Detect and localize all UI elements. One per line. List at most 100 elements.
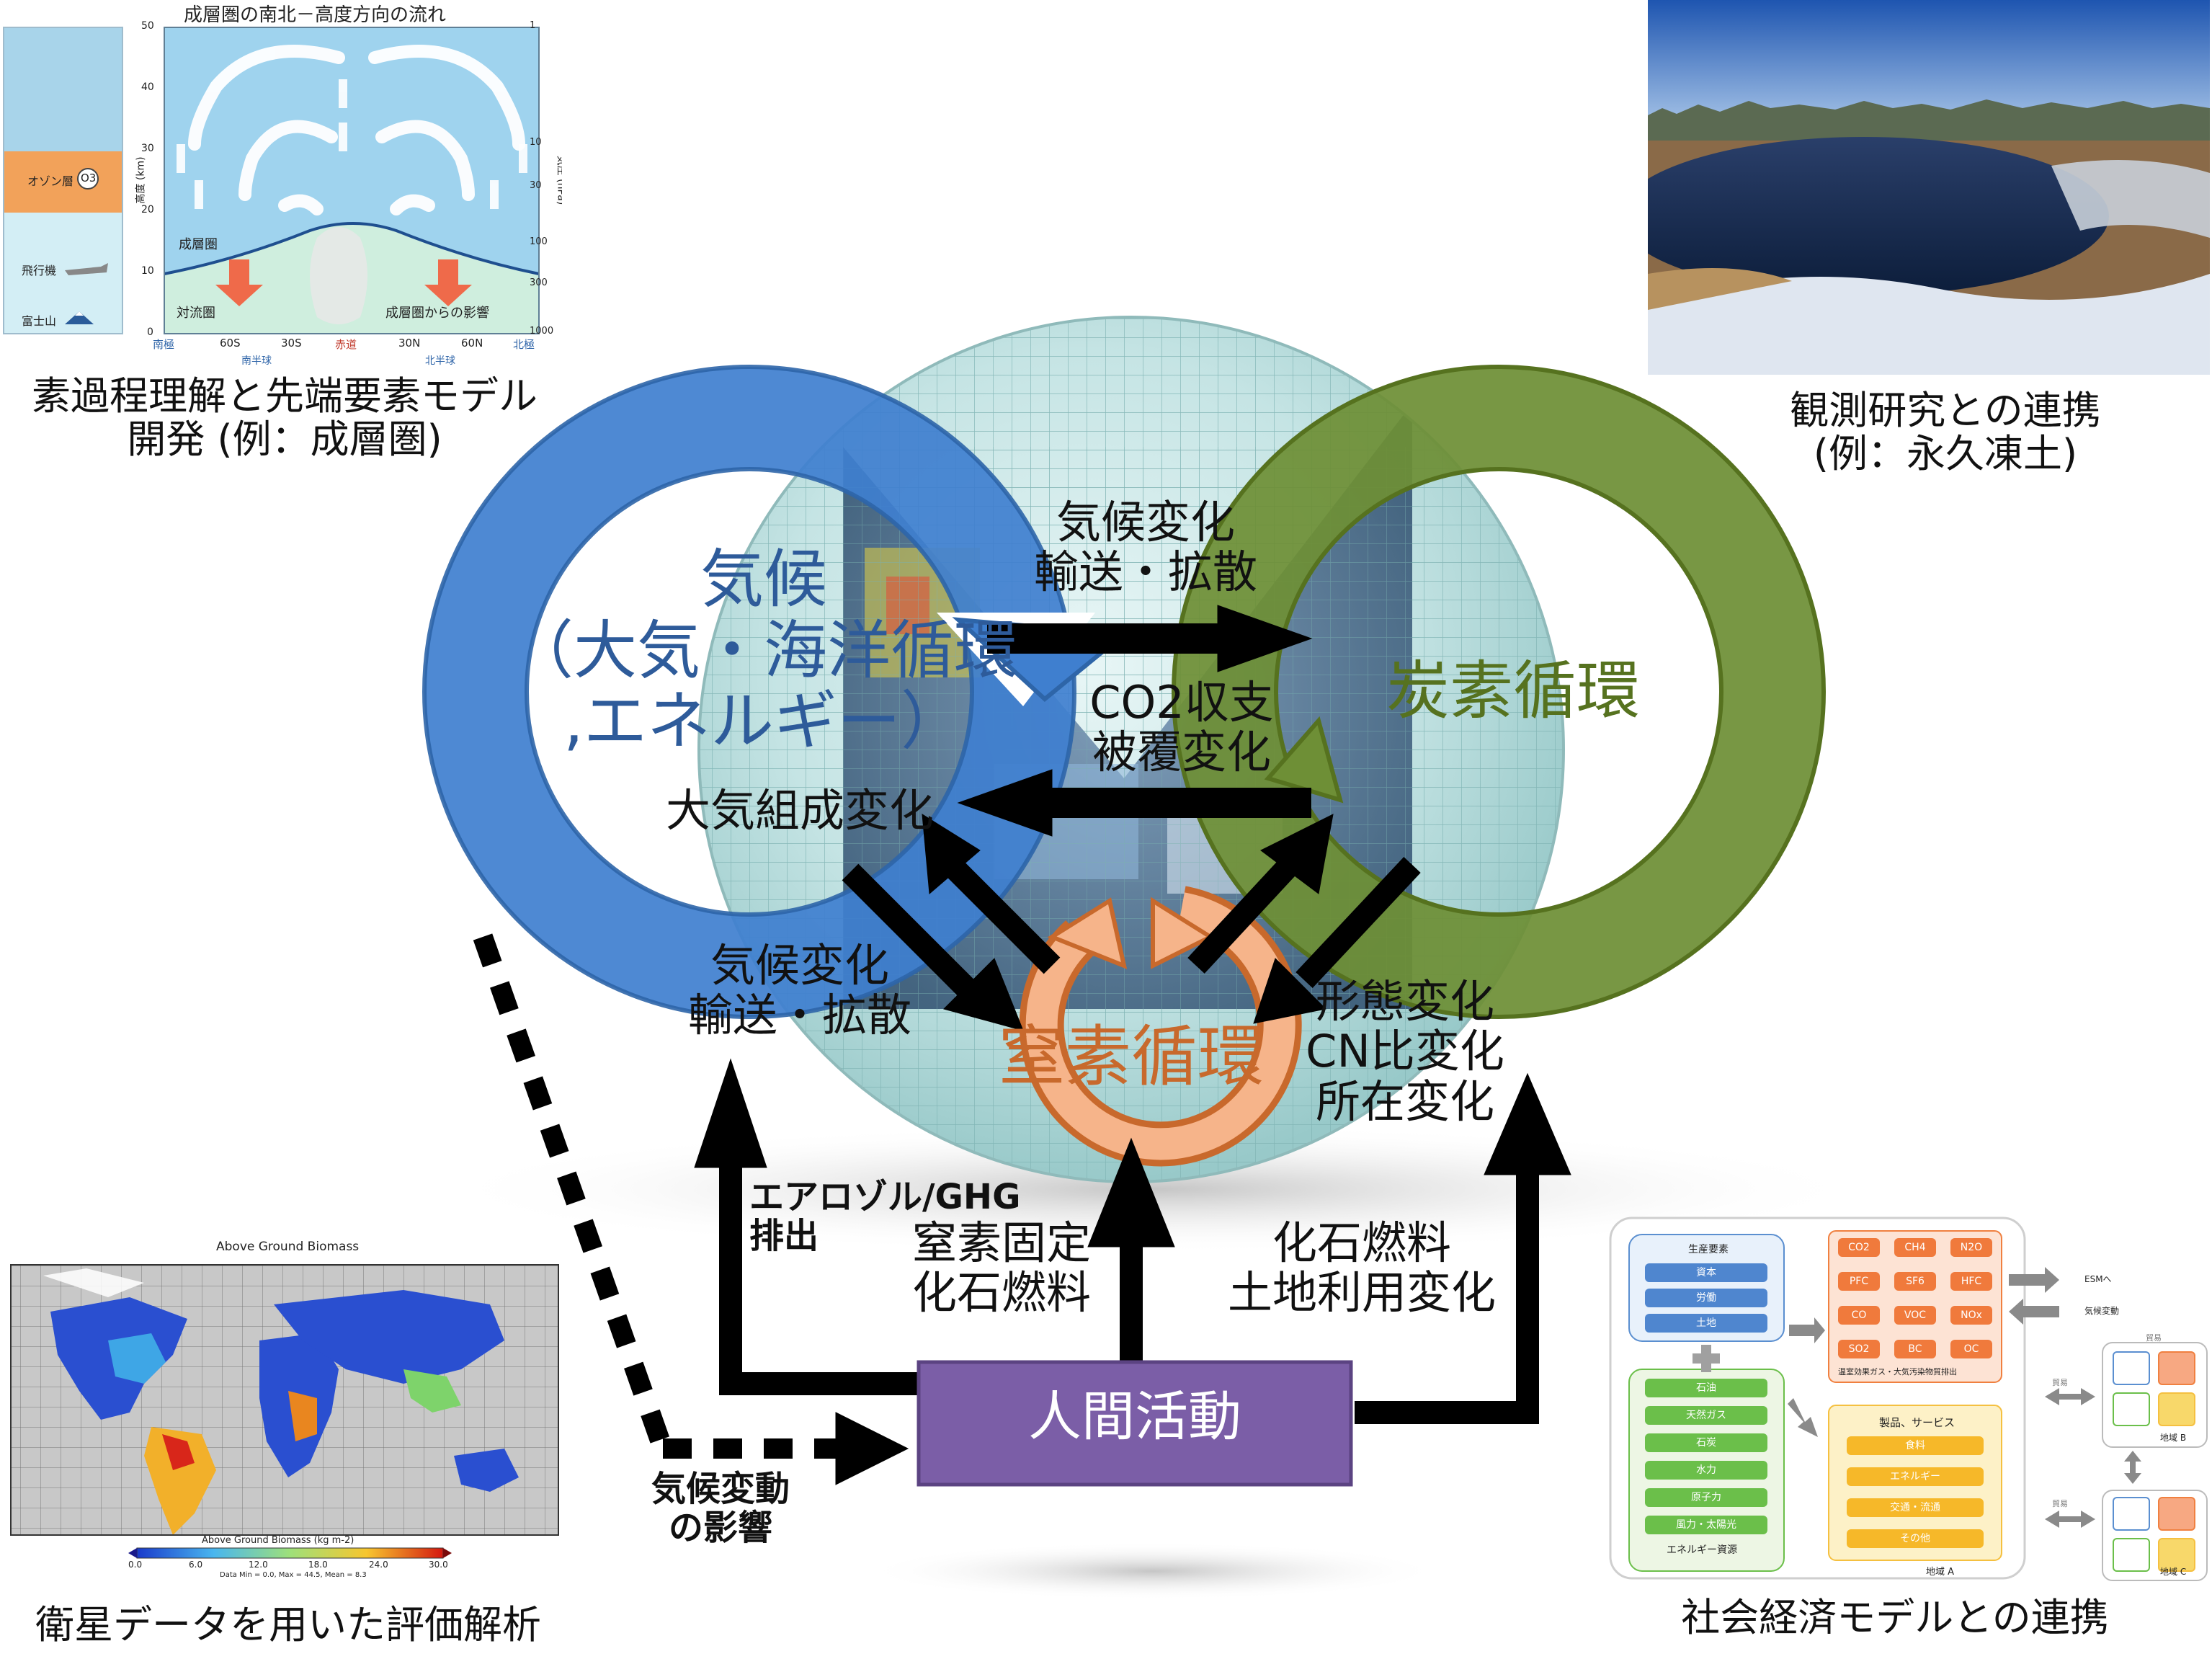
- strat-troposphere: 対流圏: [177, 306, 215, 321]
- socio-energy-0: 石油: [1645, 1379, 1767, 1397]
- permafrost-photo: [1648, 0, 2210, 375]
- strat-xtick-0: 南極: [153, 338, 175, 351]
- strat-ytick-l2: 30: [141, 143, 154, 154]
- socio-gas-7: VOC: [1894, 1306, 1936, 1325]
- base-shadow: [865, 1542, 1441, 1600]
- strat-ytick-r0: 1: [530, 20, 536, 31]
- biomass-cbar-tick-0: 0.0: [128, 1560, 143, 1570]
- socio-products-title: 製品、サービス: [1879, 1416, 1955, 1429]
- nitrogen-cycle-label: 窒素循環: [998, 1018, 1264, 1095]
- caption-top-right: 観測研究との連携 (例：永久凍土): [1790, 388, 2101, 477]
- socio-trade-3: 貿易: [2146, 1333, 2162, 1343]
- biomass-cbar-tick-4: 24.0: [369, 1560, 388, 1570]
- socio-factor-1: 労働: [1645, 1289, 1767, 1307]
- flow-fossil-land: 化石燃料 土地利用変化: [1227, 1217, 1496, 1320]
- stratosphere-panel: 成層圏の南北－高度方向の流れ オゾン層 O3 飛行機 富士山 成層圏 対流圏 成…: [0, 0, 562, 368]
- socio-factor-0: 資本: [1645, 1263, 1767, 1282]
- biomass-stats: Data Min = 0.0, Max = 44.5, Mean = 8.3: [220, 1571, 367, 1579]
- human-activity-label: 人間活動: [1028, 1386, 1241, 1448]
- socio-gas-10: BC: [1894, 1340, 1936, 1358]
- strat-fuji: 富士山: [22, 314, 57, 328]
- socio-factor-2: 土地: [1645, 1314, 1767, 1333]
- socio-energy-5: 風力・太陽光: [1645, 1516, 1767, 1534]
- flow-nitrogen-fix: 窒素固定 化石燃料: [911, 1217, 1091, 1320]
- socio-region-c: 地域 C: [2160, 1567, 2187, 1577]
- socio-esm: ESMへ: [2084, 1274, 2112, 1284]
- arrow-climate-impact: [473, 933, 673, 1452]
- socio-gases-title: 温室効果ガス・大気汚染物質排出: [1838, 1367, 1957, 1376]
- strat-xtick-1: 60S: [220, 337, 241, 350]
- human-activity-box: [917, 1360, 1353, 1487]
- strat-ozone: オゾン層: [27, 174, 74, 188]
- biomass-cbar-tick-3: 18.0: [308, 1560, 328, 1570]
- socio-gas-4: SF6: [1894, 1272, 1936, 1291]
- biomass-cbar-tick-2: 12.0: [249, 1560, 268, 1570]
- socio-product-0: 食料: [1847, 1436, 1984, 1455]
- socio-energy-4: 原子力: [1645, 1488, 1767, 1507]
- strat-xtick-6: 北極: [513, 338, 535, 351]
- strat-ytick-l1: 40: [141, 81, 154, 93]
- arrow-carbon-to-climate-head: [957, 769, 1053, 837]
- socio-trade-1: 貿易: [2052, 1378, 2068, 1387]
- strat-xtick-3: 赤道: [335, 338, 357, 351]
- socio-gas-9: SO2: [1838, 1340, 1880, 1358]
- flow-carbon-to-climate: CO2収支 被覆変化: [1089, 676, 1274, 779]
- socio-trade-2: 貿易: [2052, 1499, 2068, 1508]
- socio-climate-change: 気候変動: [2084, 1306, 2120, 1316]
- flow-aerosol: エアロゾル/GHG 排出: [749, 1177, 1021, 1256]
- strat-hemi-south: 南半球: [241, 355, 272, 367]
- strat-ylabel-right: 気圧 (hPa): [555, 155, 562, 205]
- strat-ytick-r4: 300: [530, 277, 548, 288]
- strat-xtick-4: 30N: [398, 337, 421, 350]
- socio-region-a: 地域 A: [1926, 1567, 1955, 1578]
- strat-hemi-north: 北半球: [425, 355, 455, 367]
- socio-gas-1: CH4: [1894, 1238, 1936, 1257]
- strat-ytick-r5: 1000: [530, 326, 554, 337]
- socio-gas-8: NOx: [1950, 1306, 1992, 1325]
- flow-atmos-composition: 大気組成変化: [665, 784, 934, 837]
- arrow-climate-to-carbon-head: [1217, 605, 1313, 672]
- strat-title: 成層圏の南北－高度方向の流れ: [184, 4, 447, 26]
- caption-top-left: 素過程理解と先端要素モデル 開発 (例：成層圏): [32, 373, 538, 463]
- flow-climate-to-nitrogen: 気候変化 輸送・拡散: [687, 939, 911, 1042]
- strat-xtick-5: 60N: [461, 337, 483, 350]
- socio-gas-3: PFC: [1838, 1272, 1880, 1291]
- socio-panel: 生産要素 資本 労働 土地 石油 天然ガス 石炭 水力 原子力 風力・太陽光 エ…: [1609, 1217, 2211, 1584]
- strat-ytick-r2: 30: [530, 180, 542, 191]
- socio-region-b: 地域 B: [2160, 1433, 2187, 1443]
- socio-factors-title: 生産要素: [1688, 1244, 1729, 1255]
- socio-gas-6: CO: [1838, 1306, 1880, 1325]
- socio-gas-11: OC: [1950, 1340, 1992, 1358]
- biomass-cbar-tick-5: 30.0: [429, 1560, 448, 1570]
- flow-climate-impact: 気候変動 の影響: [651, 1469, 790, 1548]
- socio-product-2: 交通・流通: [1847, 1498, 1984, 1517]
- strat-ytick-r1: 10: [530, 137, 542, 148]
- strat-ytick-l4: 10: [141, 265, 154, 277]
- biomass-cbar-label: Above Ground Biomass (kg m-2): [202, 1535, 354, 1546]
- strat-influence: 成層圏からの影響: [385, 306, 489, 321]
- socio-product-3: その他: [1847, 1529, 1984, 1548]
- strat-airplane: 飛行機: [22, 264, 57, 277]
- strat-ytick-r3: 100: [530, 236, 548, 247]
- biomass-panel: Above Ground Biomass 0.0 6.0 12.0 18.0 2…: [0, 1225, 562, 1585]
- socio-energy-2: 石炭: [1645, 1433, 1767, 1452]
- socio-product-1: エネルギー: [1847, 1467, 1984, 1486]
- socio-gas-0: CO2: [1838, 1238, 1880, 1257]
- strat-ytick-l3: 20: [141, 204, 154, 215]
- strat-o3: O3: [81, 172, 97, 184]
- strat-ytick-l0: 50: [141, 20, 154, 32]
- caption-bottom-left: 衛星データを用いた評価解析: [35, 1602, 541, 1647]
- biomass-title: Above Ground Biomass: [216, 1240, 360, 1254]
- socio-gas-2: N2O: [1950, 1238, 1992, 1257]
- socio-energy-title: エネルギー資源: [1667, 1544, 1737, 1556]
- carbon-cycle-label: 炭素循環: [1386, 654, 1640, 728]
- nitrogen-cycle-ring: [1019, 886, 1302, 1167]
- socio-gas-5: HFC: [1950, 1272, 1992, 1291]
- strat-ytick-l5: 0: [147, 326, 153, 338]
- flow-arrows: [473, 605, 1571, 1485]
- carbon-cycle-ring: [1172, 365, 1826, 1019]
- arrow-human-to-climate: [719, 1139, 922, 1395]
- socio-energy-3: 水力: [1645, 1461, 1767, 1480]
